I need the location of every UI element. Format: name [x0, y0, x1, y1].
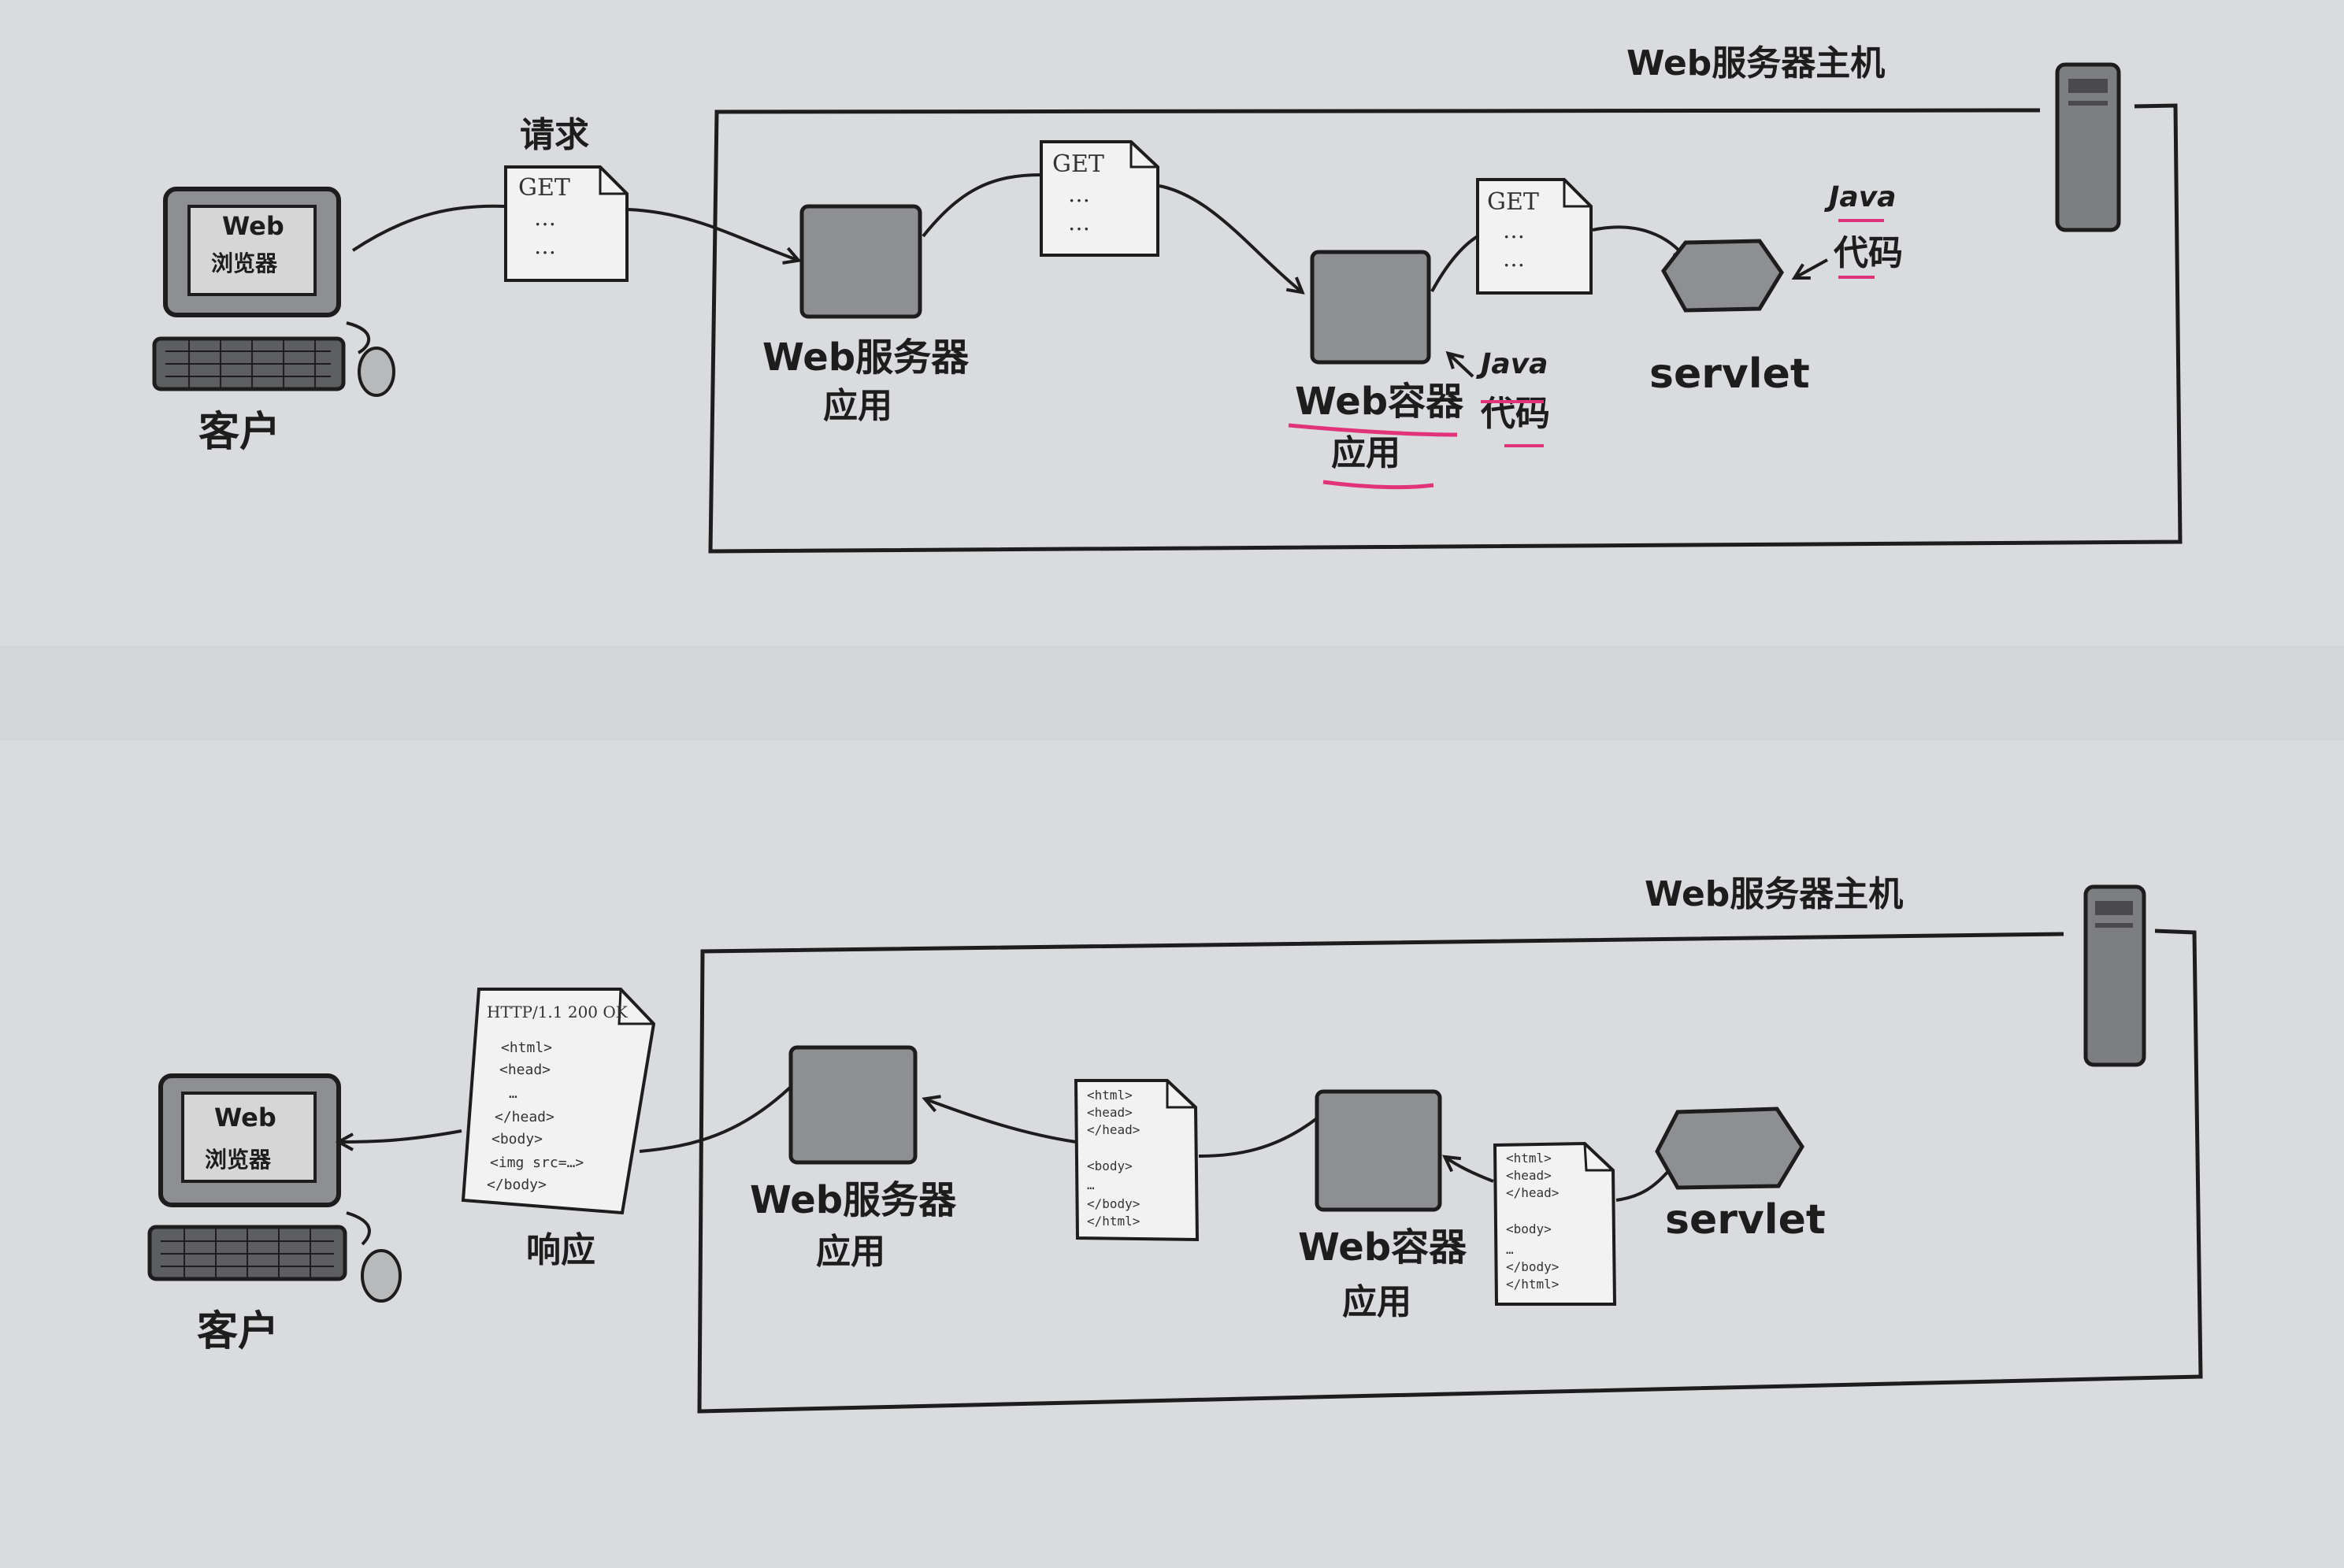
- top-host-label: Web服务器主机: [1626, 43, 1885, 83]
- svg-text:<img src=…>: <img src=…>: [490, 1155, 584, 1171]
- top-request-label: 请求: [520, 115, 589, 155]
- svg-text:…: …: [1506, 1242, 1514, 1257]
- bottom-browser-label-line1: Web: [214, 1103, 276, 1132]
- top-connector-webserver-to-doc: [922, 173, 1042, 238]
- svg-text:</body>: </body>: [487, 1177, 547, 1193]
- top-browser-label-line2: 浏览器: [211, 250, 278, 276]
- svg-text:…: …: [534, 205, 556, 231]
- page-shadow-band: [0, 646, 2344, 740]
- bottom-diagram: Web服务器主机 Web 浏览器 客户 HTTP/1.1 200 OK <htm…: [147, 874, 2203, 1414]
- bottom-arrow-doc-to-container: [1446, 1158, 1494, 1183]
- bottom-connector-webserver-to-response: [639, 1085, 792, 1153]
- top-container-label-underline: [1288, 423, 1458, 437]
- svg-text:GET: GET: [1487, 188, 1539, 216]
- top-servlet-shape: [1661, 239, 1784, 313]
- bottom-web-container-app-box: [1315, 1089, 1442, 1212]
- top-client-label: 客户: [198, 409, 280, 456]
- top-container-label-underline-2: [1322, 480, 1434, 490]
- svg-text:GET: GET: [1052, 150, 1104, 178]
- svg-text:…: …: [1087, 1177, 1095, 1192]
- top-java-label-1: Java: [1476, 348, 1548, 380]
- top-web-server-app-box: [799, 204, 922, 319]
- top-host-frame: [708, 103, 2183, 554]
- svg-text:…: …: [509, 1085, 517, 1102]
- bottom-response-label: 响应: [526, 1230, 595, 1270]
- bottom-client-label: 客户: [197, 1308, 279, 1355]
- bottom-web-container-app-label-line2: 应用: [1342, 1282, 1411, 1322]
- bottom-html-doc-1: <html> <head> </head> <body> … </body> <…: [1074, 1079, 1200, 1242]
- svg-text:<body>: <body>: [491, 1131, 543, 1147]
- bottom-html-doc-2: <html> <head> </head> <body> … </body> <…: [1493, 1141, 1617, 1306]
- svg-text:<head>: <head>: [1087, 1105, 1133, 1120]
- svg-text:<head>: <head>: [1506, 1168, 1552, 1183]
- bottom-web-server-app-label-line2: 应用: [816, 1232, 885, 1272]
- bottom-host-label: Web服务器主机: [1645, 874, 1903, 914]
- svg-text:<html>: <html>: [1506, 1151, 1552, 1166]
- svg-text:</head>: </head>: [1087, 1122, 1140, 1137]
- bottom-web-container-app-label-line1: Web容器: [1298, 1225, 1467, 1270]
- top-server-tower-icon: [2055, 62, 2121, 232]
- bottom-arrow-response-to-client: [340, 1129, 462, 1142]
- bottom-server-tower-icon: [2083, 884, 2146, 1067]
- top-browser-label-line1: Web: [222, 211, 284, 241]
- top-web-server-app-label-line1: Web服务器: [762, 335, 970, 380]
- top-connector-client-to-request: [351, 204, 505, 252]
- top-client-computer-icon: [152, 187, 395, 397]
- top-servlet-label: servlet: [1649, 350, 1810, 398]
- bottom-client-computer-icon: [147, 1073, 402, 1303]
- top-web-container-app-label-line1: Web容器: [1295, 380, 1464, 424]
- svg-text:<body>: <body>: [1506, 1221, 1552, 1236]
- top-arrow-java-to-servlet: [1796, 258, 1828, 277]
- top-arrow-request-to-webserver: [628, 208, 797, 260]
- bottom-arrow-doc-to-webserver: [926, 1099, 1077, 1144]
- svg-text:<body>: <body>: [1087, 1158, 1133, 1173]
- bottom-response-doc: HTTP/1.1 200 OK <html> <head> … </head> …: [461, 988, 656, 1215]
- bottom-web-server-app-label-line1: Web服务器: [750, 1178, 957, 1222]
- top-connector-container-to-doc: [1430, 235, 1479, 292]
- svg-text:</body>: </body>: [1506, 1259, 1559, 1274]
- svg-text:HTTP/1.1 200 OK: HTTP/1.1 200 OK: [487, 1003, 629, 1021]
- top-web-container-app-label-line2: 应用: [1331, 433, 1400, 473]
- svg-text:…: …: [1503, 246, 1525, 272]
- bottom-browser-label-line2: 浏览器: [205, 1147, 272, 1173]
- top-container-doc: GET … …: [1476, 178, 1593, 295]
- top-request-doc: GET … …: [504, 165, 629, 282]
- svg-text:<html>: <html>: [1087, 1088, 1133, 1103]
- top-code-label-1: 代码: [1480, 394, 1550, 434]
- bottom-servlet-label: servlet: [1665, 1196, 1826, 1244]
- svg-text:</html>: </html>: [1087, 1214, 1140, 1229]
- svg-text:</head>: </head>: [1506, 1185, 1559, 1200]
- svg-text:…: …: [1503, 217, 1525, 243]
- svg-text:…: …: [1068, 209, 1090, 235]
- svg-text:…: …: [1068, 181, 1090, 207]
- svg-text:GET: GET: [518, 174, 570, 202]
- top-forward-doc: GET … …: [1040, 140, 1159, 257]
- bottom-host-frame: [697, 929, 2203, 1414]
- top-code-label-2: 代码: [1833, 233, 1903, 273]
- bottom-servlet-shape: [1655, 1106, 1804, 1190]
- top-arrow-java-to-container: [1449, 354, 1474, 378]
- top-arrow-doc-to-container: [1159, 184, 1301, 291]
- top-web-server-app-label-line2: 应用: [823, 386, 892, 426]
- top-diagram: Web服务器主机 Web 浏览器 客户 请求 GET … …: [152, 43, 2183, 554]
- bottom-connector-container-to-doc: [1198, 1117, 1318, 1158]
- svg-text:</html>: </html>: [1506, 1277, 1559, 1292]
- svg-text:<html>: <html>: [501, 1040, 552, 1056]
- svg-text:</body>: </body>: [1087, 1196, 1140, 1211]
- top-web-container-app-box: [1310, 250, 1431, 365]
- svg-text:</head>: </head>: [495, 1109, 554, 1125]
- bottom-web-server-app-box: [788, 1045, 918, 1165]
- svg-text:…: …: [534, 233, 556, 259]
- svg-text:<head>: <head>: [499, 1062, 551, 1078]
- top-java-label-2: Java: [1824, 181, 1896, 213]
